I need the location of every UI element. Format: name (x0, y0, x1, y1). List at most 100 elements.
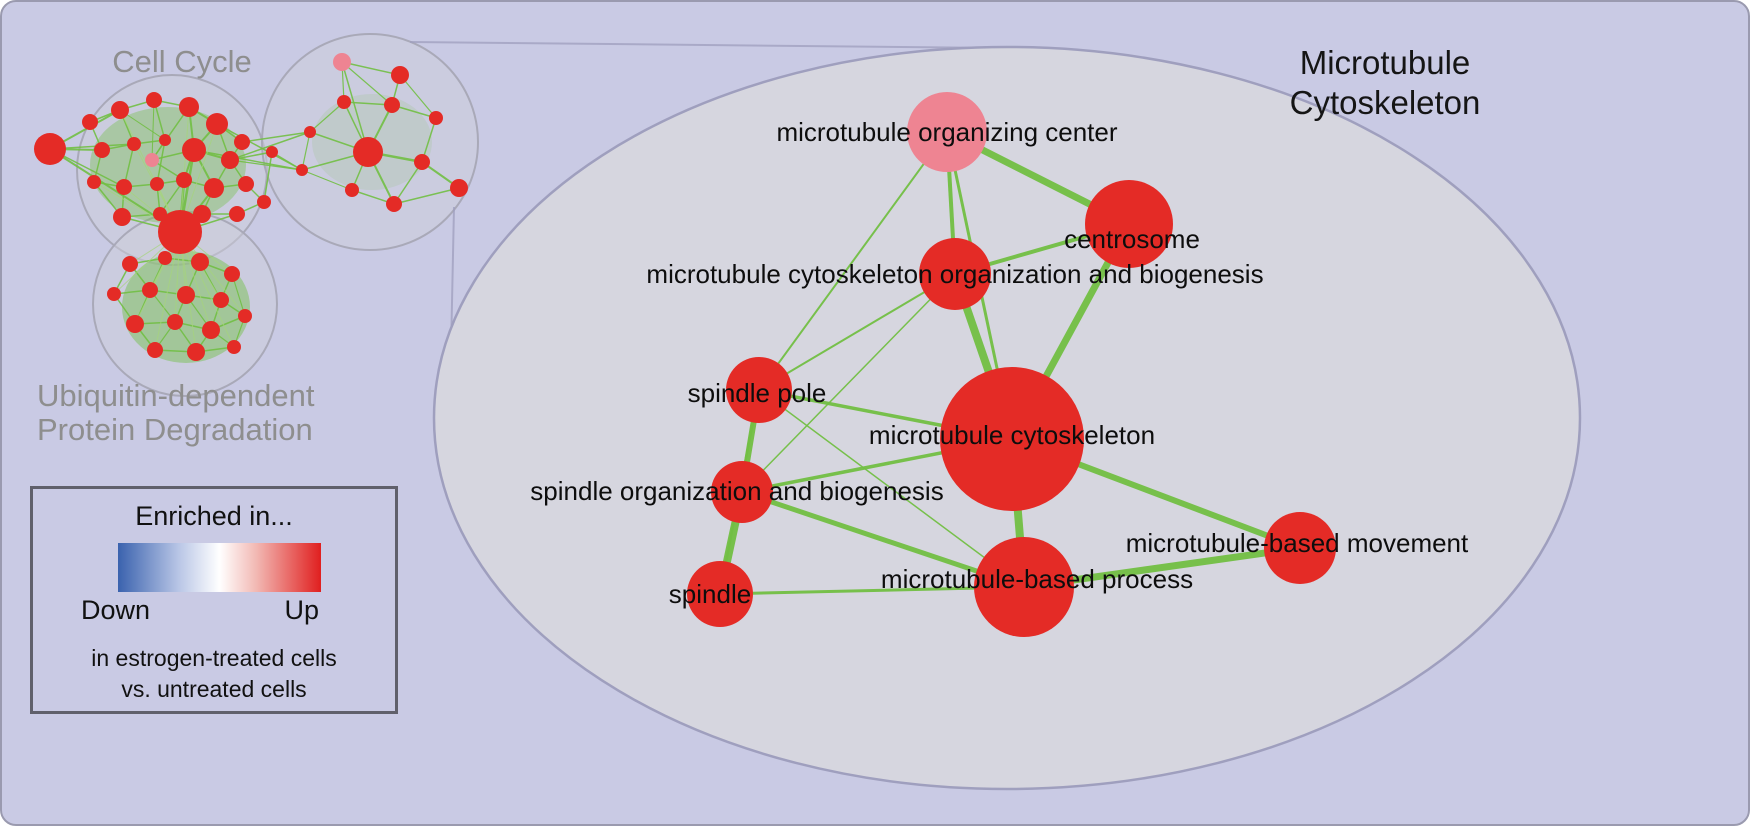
mini-node-10 (145, 153, 159, 167)
zoom-cone-line (409, 41, 1003, 49)
mini-edge (301, 169, 353, 191)
mini-node-41 (224, 266, 240, 282)
node-label-moc: microtubule organizing center (776, 117, 1117, 147)
node-label-spindle_pole: spindle pole (688, 378, 827, 408)
mini-node-4 (179, 97, 199, 117)
mini-node-7 (94, 142, 110, 158)
mini-edge (341, 61, 401, 76)
node-mbm (1264, 512, 1336, 584)
network-nodes (687, 92, 1336, 637)
mini-edge (156, 139, 166, 185)
node-label-spindle_org: spindle organization and biogenesis (530, 476, 943, 506)
mini-node-44 (177, 286, 195, 304)
legend-box: Enriched in... Down Up in estrogen-treat… (30, 486, 398, 714)
mini-node-37 (266, 146, 278, 158)
mini-node-31 (353, 137, 383, 167)
mini-node-46 (126, 315, 144, 333)
edge-moc-spindle_pole (758, 131, 948, 391)
mini-edge (229, 131, 311, 161)
mini-edge (151, 99, 155, 161)
node-mbp (974, 537, 1074, 637)
mini-node-29 (429, 111, 443, 125)
node-spindle_pole (726, 357, 792, 423)
node-mc (940, 367, 1084, 511)
mini-edge (119, 109, 166, 141)
node-moc (907, 92, 987, 172)
mini-edge (301, 131, 311, 171)
mini-node-39 (158, 251, 172, 265)
node-label-mc: microtubule cytoskeleton (869, 420, 1155, 450)
mini-node-8 (127, 137, 141, 151)
cluster-label-cell-cycle: Cell Cycle (112, 44, 252, 79)
mini-node-51 (187, 343, 205, 361)
edge-spindle-mbp (719, 585, 1025, 596)
mini-node-0 (34, 133, 66, 165)
mini-node-26 (391, 66, 409, 84)
node-label-spindle: spindle (669, 579, 751, 609)
mini-node-5 (206, 113, 228, 135)
legend-title: Enriched in... (135, 501, 293, 531)
mini-node-25 (333, 53, 351, 71)
mini-node-13 (87, 175, 101, 189)
mini-node-23 (257, 195, 271, 209)
edge-mcob-spindle_org (741, 273, 956, 493)
figure-title-line1: Microtubule (1300, 44, 1471, 81)
mini-edge (229, 159, 303, 171)
mini-node-24 (158, 210, 202, 254)
node-spindle_org (711, 461, 773, 523)
legend-caption-line2: vs. untreated cells (121, 676, 307, 703)
mini-edge (343, 101, 393, 106)
mini-edge (341, 61, 369, 153)
mini-node-11 (182, 138, 206, 162)
node-label-mcob: microtubule cytoskeleton organization an… (646, 259, 1263, 289)
mini-node-49 (238, 309, 252, 323)
mini-edge (341, 61, 393, 106)
node-centrosome (1085, 180, 1173, 268)
mini-edge (309, 101, 345, 133)
mini-node-27 (337, 95, 351, 109)
mini-node-30 (304, 126, 316, 138)
mini-node-47 (167, 314, 183, 330)
mini-edge (399, 74, 437, 119)
mini-node-45 (213, 292, 229, 308)
mini-edge (241, 131, 311, 143)
mini-node-21 (193, 205, 211, 223)
mini-edge (393, 187, 460, 205)
mini-node-38 (122, 256, 138, 272)
mini-node-3 (146, 92, 162, 108)
mini-node-52 (227, 340, 241, 354)
mini-node-2 (111, 101, 129, 119)
mini-node-6 (234, 134, 250, 150)
mini-node-35 (345, 183, 359, 197)
mini-node-28 (384, 97, 400, 113)
legend-caption-line1: in estrogen-treated cells (91, 645, 337, 671)
mini-node-17 (204, 178, 224, 198)
mini-edge (193, 149, 303, 171)
mini-node-16 (176, 172, 192, 188)
mini-network-nodes (34, 53, 468, 361)
mini-edge (263, 151, 273, 203)
mini-node-32 (414, 154, 430, 170)
mini-node-19 (113, 208, 131, 226)
legend-up-label: Up (284, 595, 319, 625)
node-label-mbm: microtubule-based movement (1126, 528, 1469, 558)
edge-mcob-spindle_pole (758, 273, 956, 391)
legend-down-label: Down (81, 595, 151, 625)
mini-node-15 (150, 177, 164, 191)
network-node-labels: microtubule organizing centercentrosomem… (530, 117, 1469, 609)
mini-edge (393, 161, 423, 205)
node-spindle (687, 561, 753, 627)
mini-node-22 (229, 206, 245, 222)
legend-caption: in estrogen-treated cells vs. untreated … (33, 643, 395, 705)
cluster-label-ubiquitin-line2: Protein Degradation (37, 412, 313, 447)
legend-gradient-bar (118, 543, 321, 592)
mini-node-50 (147, 342, 163, 358)
mini-node-36 (296, 164, 308, 176)
legend-axis-labels: Down Up (33, 595, 395, 626)
figure-title-line2: Cytoskeleton (1290, 84, 1481, 121)
node-mcob (919, 238, 991, 310)
mini-node-34 (386, 196, 402, 212)
node-label-mbp: microtubule-based process (881, 564, 1193, 594)
